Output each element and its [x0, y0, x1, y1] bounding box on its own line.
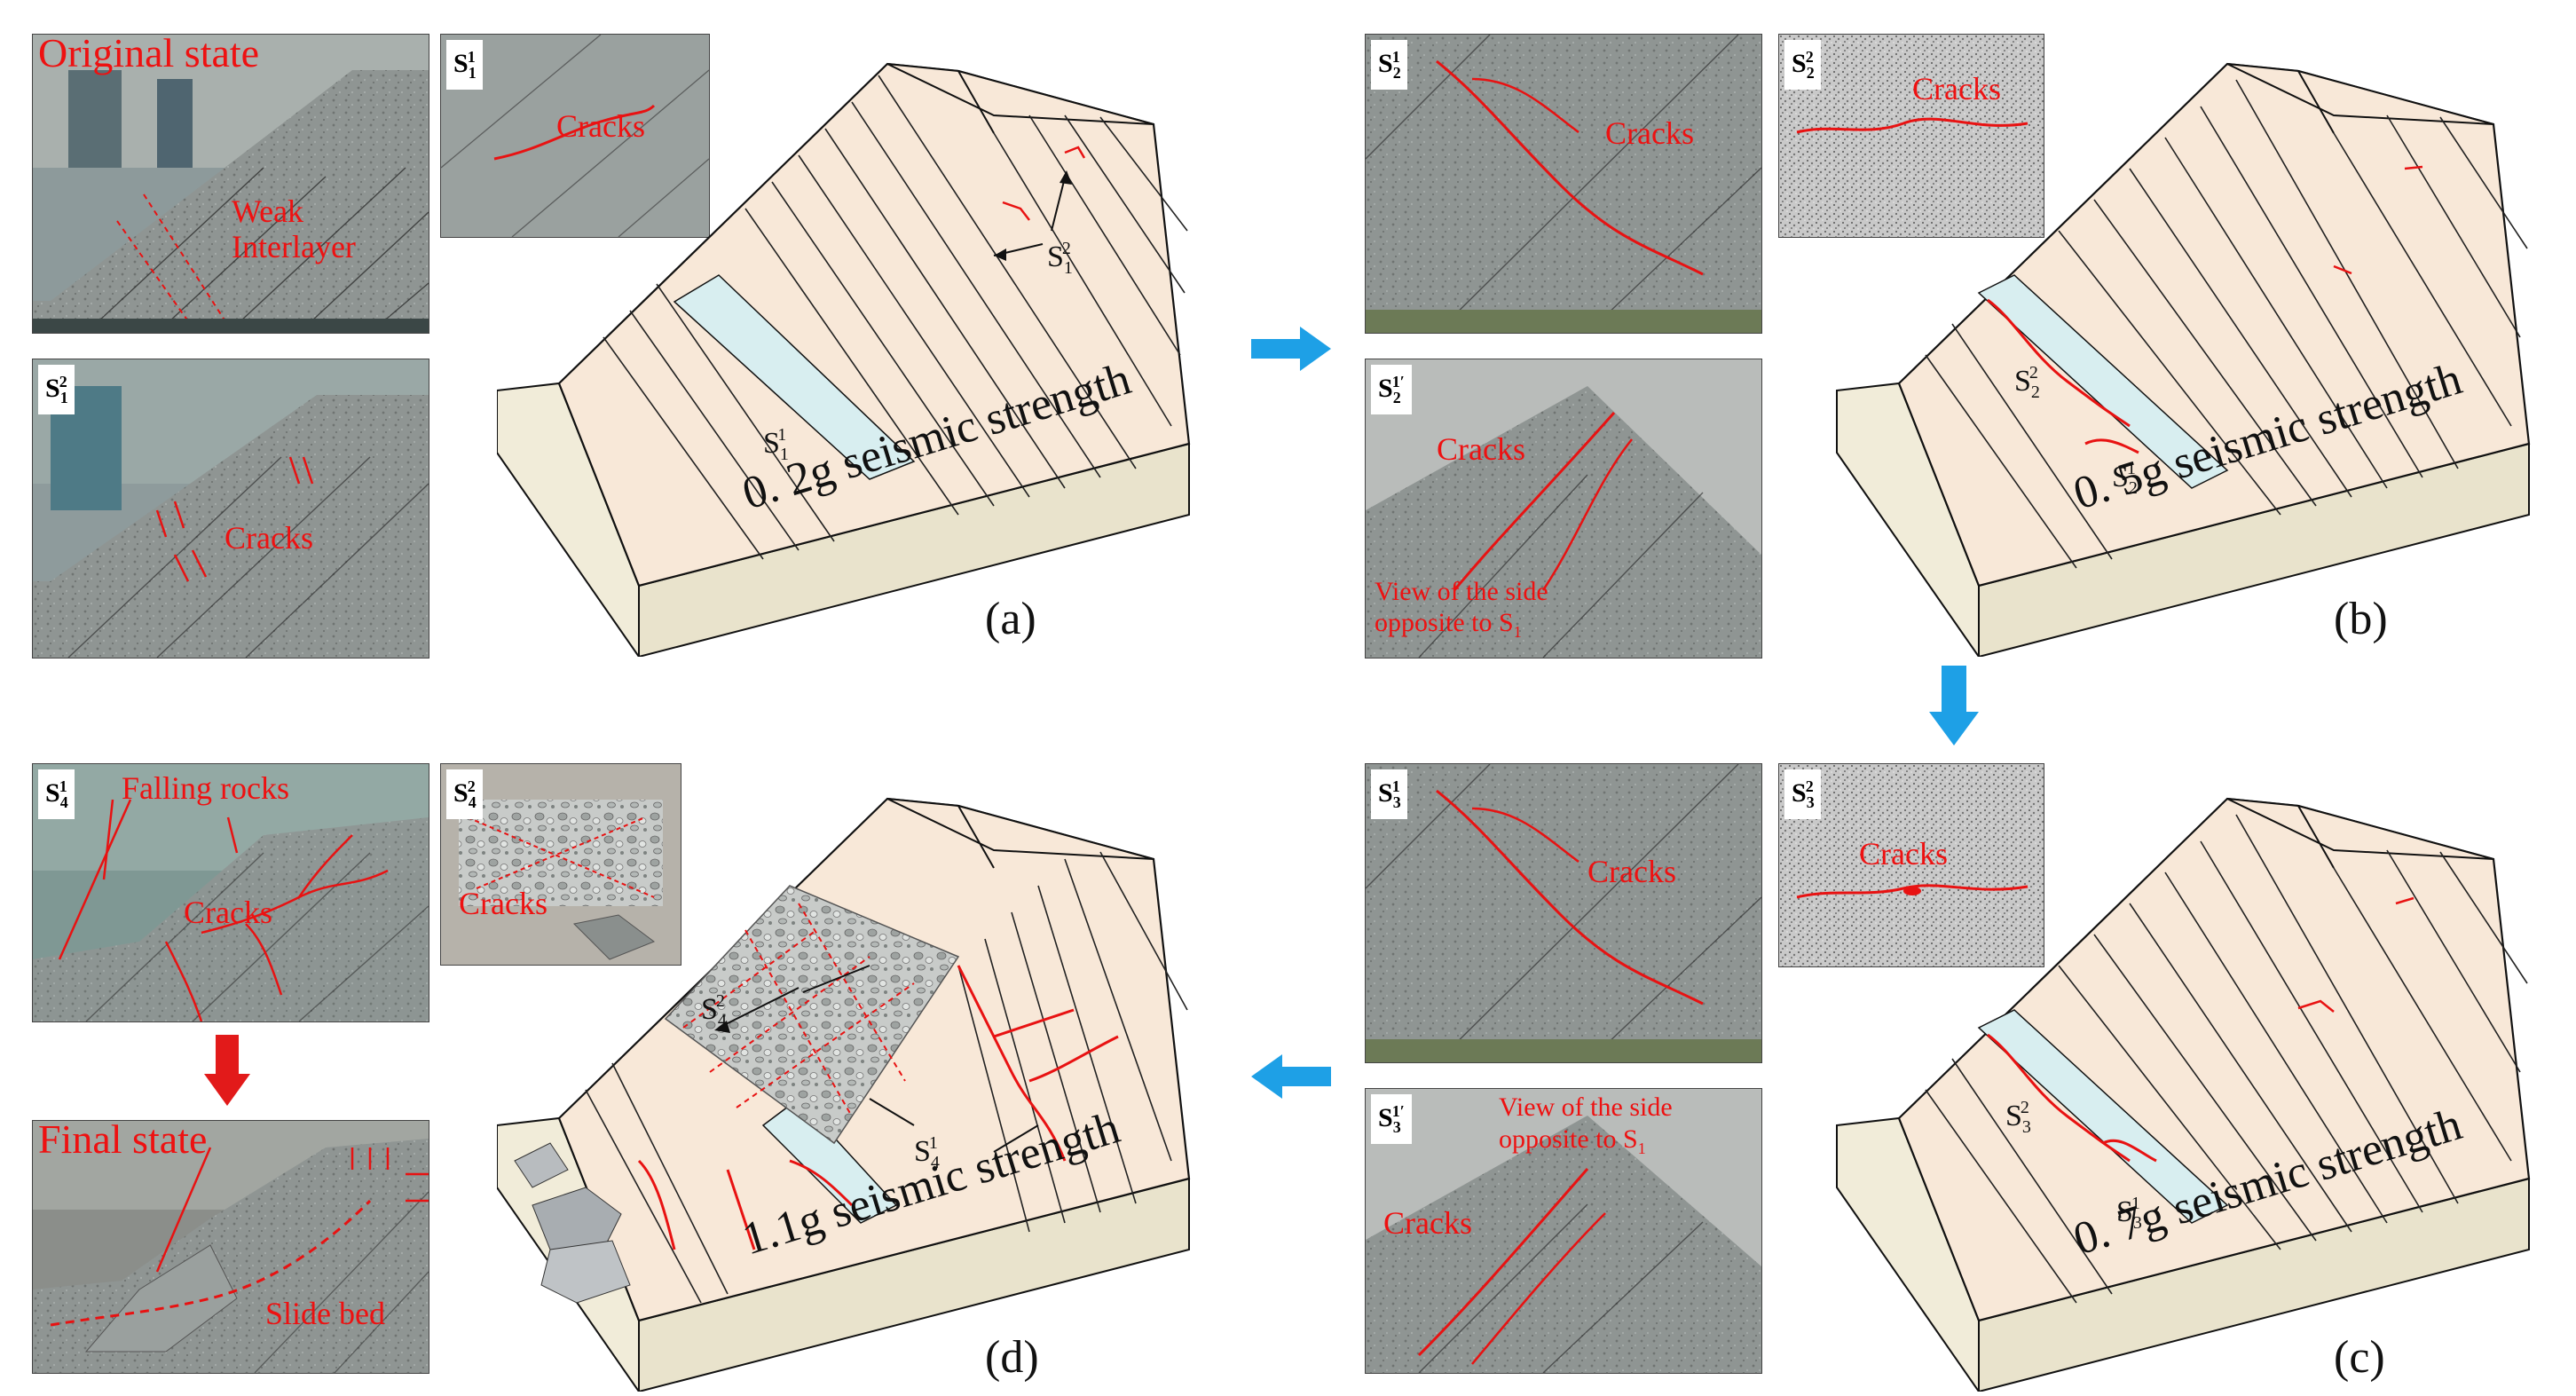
cracks-label: Cracks	[556, 108, 645, 144]
photo-s2-1: S21 Cracks	[1365, 34, 1762, 334]
s3-2-label: S32	[2005, 1098, 2031, 1137]
photo-s1-1: S11 Cracks	[440, 34, 710, 238]
photo-s2-1-prime: S21′ Cracks View of the side opposite to…	[1365, 359, 1762, 659]
photo-s2-2: S22 Cracks	[1778, 34, 2044, 238]
falling-rocks-label: Falling rocks	[122, 770, 289, 806]
panel-label-a: (a)	[985, 594, 1036, 644]
weak-label: Weak	[232, 193, 304, 229]
cracks-label: Cracks	[1587, 854, 1676, 889]
s1-1-label: S11	[763, 425, 788, 464]
arrow-left	[1251, 1054, 1331, 1099]
panel-label-d: (d)	[985, 1332, 1039, 1383]
s3-1p-tag: S31′	[1371, 1094, 1412, 1144]
final-state-title: Final state	[38, 1120, 208, 1162]
s3-1-label: S31	[2116, 1194, 2142, 1233]
photo-s3-2: S32 Cracks	[1778, 763, 2044, 967]
photo-final-state: Final state Slide bed	[32, 1120, 429, 1374]
slope-diagram-d: S42 S41	[497, 797, 1191, 1392]
panel-label-b: (b)	[2334, 594, 2388, 644]
side-note-line2: opposite to S1	[1375, 608, 1522, 641]
slope-diagram-b: S22 S21	[1836, 62, 2531, 657]
photo-s1-2: S12 Cracks	[32, 359, 429, 659]
cracks-label: Cracks	[1437, 431, 1525, 467]
photo-s3-1: S31 Cracks	[1365, 763, 1762, 1063]
s1-2-label: S12	[1047, 239, 1073, 278]
cracks-label: Cracks	[184, 895, 272, 930]
slide-bed-label: Slide bed	[265, 1296, 385, 1331]
cracks-label: Cracks	[1912, 71, 2001, 106]
s1-1-tag: S11	[446, 40, 483, 90]
s2-2-label: S22	[2014, 363, 2040, 402]
side-note-line2: opposite to S1	[1499, 1124, 1646, 1157]
arrow-down-red	[204, 1035, 250, 1106]
s3-2-tag: S32	[1784, 769, 1821, 819]
s4-1-label: S41	[914, 1133, 940, 1172]
photo-s4-1: S41 Falling rocks Cracks	[32, 763, 429, 1022]
s4-2-tag: S42	[446, 769, 483, 819]
side-note-line1: View of the side	[1375, 577, 1548, 606]
photo-s3-1-prime: S31′ View of the side opposite to S1 Cra…	[1365, 1088, 1762, 1374]
cracks-label: Cracks	[1383, 1205, 1472, 1241]
s2-1p-tag: S21′	[1371, 365, 1412, 414]
slope-diagram-c: S32 S31	[1836, 797, 2531, 1392]
s2-1-tag: S21	[1371, 40, 1407, 90]
s1-2-tag: S12	[38, 365, 75, 414]
arrow-right	[1251, 327, 1331, 371]
arrow-down	[1929, 666, 1979, 745]
photo-original-state: Original state Weak Interlayer	[32, 34, 429, 334]
s4-1-tag: S41	[38, 769, 75, 819]
s4-2-label: S42	[701, 991, 727, 1030]
cracks-label: Cracks	[459, 886, 547, 921]
s2-1-label: S21	[2112, 459, 2138, 498]
original-state-title: Original state	[38, 34, 260, 75]
cracks-label: Cracks	[1605, 115, 1694, 151]
cracks-label: Cracks	[225, 520, 313, 556]
side-note-line1: View of the side	[1499, 1092, 1673, 1122]
photo-s4-2: S42 Cracks	[440, 763, 681, 966]
s2-2-tag: S22	[1784, 40, 1821, 90]
panel-label-c: (c)	[2334, 1332, 2385, 1383]
s3-1-tag: S31	[1371, 769, 1407, 819]
cracks-label: Cracks	[1859, 836, 1948, 872]
interlayer-label: Interlayer	[232, 229, 356, 264]
slope-diagram-a: S12 S11	[497, 62, 1191, 657]
